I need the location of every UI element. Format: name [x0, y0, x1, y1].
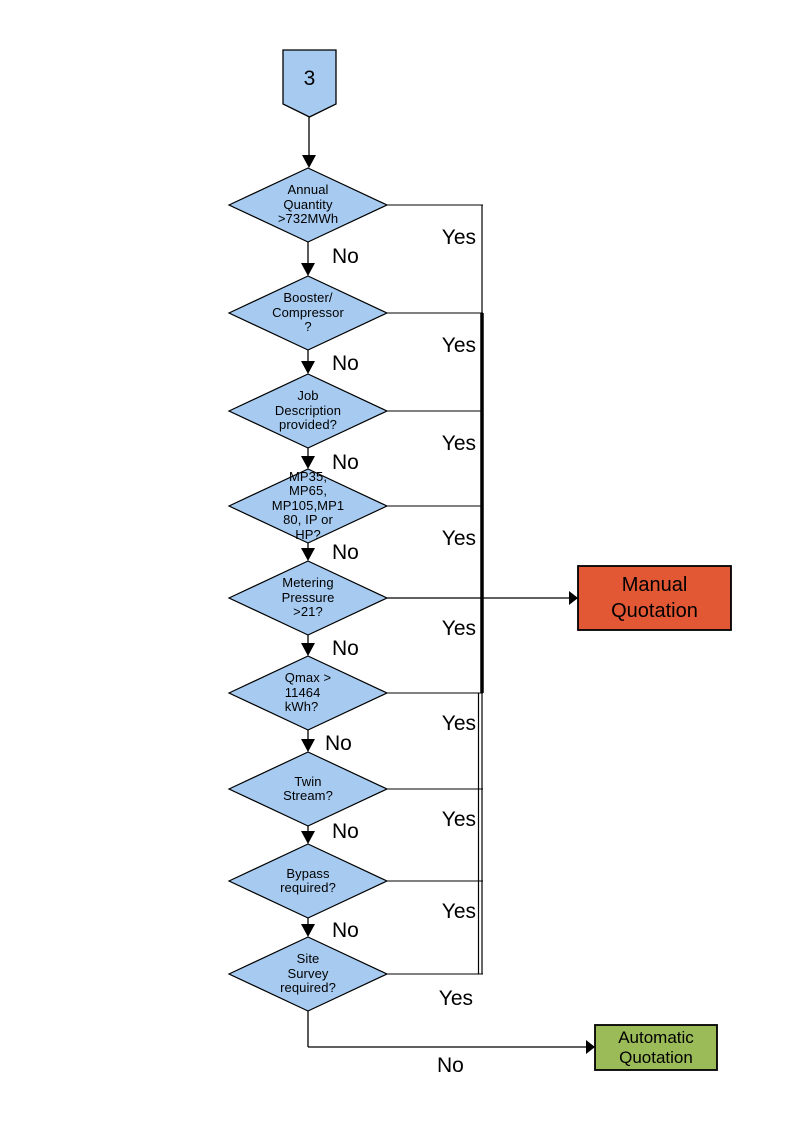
- manual-quotation-box: [577, 565, 732, 631]
- arrowhead: [301, 643, 315, 656]
- no-label-metering-pressure: No: [332, 637, 359, 660]
- automatic-quotation-box: [594, 1024, 718, 1071]
- offpage-connector-shape: [282, 49, 337, 118]
- manual-quotation-label: Manual Quotation: [611, 574, 698, 622]
- decision-label-site-survey: Site Survey required?: [280, 951, 336, 996]
- decision-label-job-description: Job Description provided?: [274, 388, 342, 433]
- yes-label-metering-pressure: Yes: [441, 617, 476, 640]
- yes-label-qmax: Yes: [441, 712, 476, 735]
- yes-label-twin-stream: Yes: [441, 808, 476, 831]
- no-label-qmax: No: [325, 732, 352, 755]
- yes-label-annual-quantity: Yes: [441, 226, 476, 249]
- yes-label-site-survey: Yes: [438, 987, 473, 1010]
- no-label-bypass: No: [332, 919, 359, 942]
- arrowhead: [301, 924, 315, 937]
- no-label-annual-quantity: No: [332, 245, 359, 268]
- decision-label-booster-compressor: Booster/ Compressor ?: [272, 290, 344, 335]
- yes-label-booster-compressor: Yes: [441, 334, 476, 357]
- decision-label-annual-quantity: Annual Quantity >732MWh: [277, 182, 339, 227]
- no-label-booster-compressor: No: [332, 352, 359, 375]
- arrowhead: [569, 591, 578, 605]
- decision-label-bypass: Bypass required?: [280, 865, 336, 895]
- arrowhead: [301, 739, 315, 752]
- arrowhead: [301, 263, 315, 276]
- decision-label-metering-pressure: Metering Pressure >21?: [281, 575, 335, 620]
- arrowhead: [302, 155, 316, 168]
- decision-label-twin-stream: Twin Stream?: [283, 773, 333, 803]
- no-label-job-description: No: [332, 451, 359, 474]
- no-label-pressure-tier: No: [332, 541, 359, 564]
- no-label-twin-stream: No: [332, 820, 359, 843]
- decision-label-pressure-tier: MP35, MP65, MP105,MP1 80, IP or HP?: [271, 468, 345, 542]
- yes-label-job-description: Yes: [441, 432, 476, 455]
- arrowhead: [301, 548, 315, 561]
- no-label-site-survey: No: [437, 1054, 464, 1077]
- arrowhead: [586, 1040, 595, 1054]
- offpage-connector-label: 3: [303, 67, 316, 90]
- decision-label-qmax: Qmax > 11464 kWh?: [284, 670, 332, 715]
- yes-label-pressure-tier: Yes: [441, 527, 476, 550]
- automatic-quotation-label: Automatic Quotation: [618, 1027, 694, 1067]
- arrowhead: [301, 361, 315, 374]
- yes-label-bypass: Yes: [441, 900, 476, 923]
- arrowhead: [301, 831, 315, 844]
- arrowhead: [301, 456, 315, 469]
